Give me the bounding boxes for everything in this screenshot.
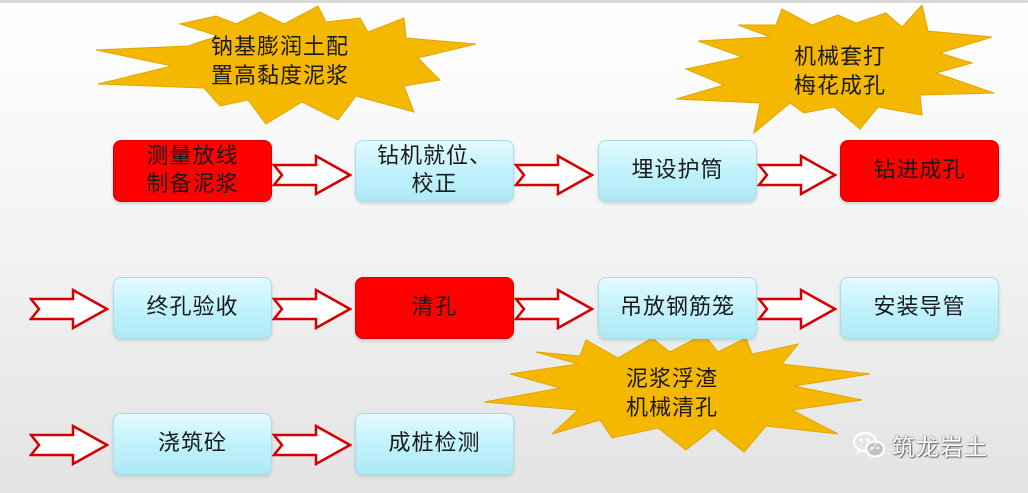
arrow-row1-1 bbox=[272, 154, 352, 196]
callout-burst-drill bbox=[675, 3, 995, 135]
arrow-row3-in bbox=[29, 424, 109, 466]
step-rig-position: 钻机就位、 校正 bbox=[355, 140, 514, 202]
step-drilling: 钻进成孔 bbox=[840, 140, 999, 202]
callout-text-clean: 泥浆浮渣 机械清孔 bbox=[625, 367, 718, 421]
step-tremie: 安装导管 bbox=[840, 277, 999, 339]
callout-text-drill: 机械套打 梅花成孔 bbox=[793, 45, 886, 99]
arrow-row2-3 bbox=[757, 288, 837, 330]
step-survey-mud: 测量放线 制备泥浆 bbox=[113, 140, 272, 202]
step-hole-cleaning: 清孔 bbox=[355, 277, 514, 339]
callout-text-mud: 钠基膨润土配 置高黏度泥浆 bbox=[210, 35, 349, 89]
arrow-row1-3 bbox=[757, 154, 837, 196]
watermark: 筑龙岩土 bbox=[852, 428, 988, 462]
step-pile-testing: 成桩检测 bbox=[355, 413, 514, 475]
arrow-row3-1 bbox=[272, 424, 352, 466]
arrow-row1-2 bbox=[514, 154, 594, 196]
watermark-text: 筑龙岩土 bbox=[892, 435, 988, 461]
step-casing: 埋设护筒 bbox=[598, 140, 757, 202]
wechat-icon bbox=[852, 431, 886, 458]
arrow-row2-in bbox=[29, 288, 109, 330]
step-final-inspection: 终孔验收 bbox=[113, 277, 272, 339]
top-divider bbox=[0, 0, 1028, 3]
step-concrete-pour: 浇筑砼 bbox=[113, 413, 272, 475]
arrow-row2-2 bbox=[514, 288, 594, 330]
callout-burst-mud bbox=[95, 5, 477, 125]
arrow-row2-1 bbox=[272, 288, 352, 330]
step-rebar-cage: 吊放钢筋笼 bbox=[598, 277, 757, 339]
